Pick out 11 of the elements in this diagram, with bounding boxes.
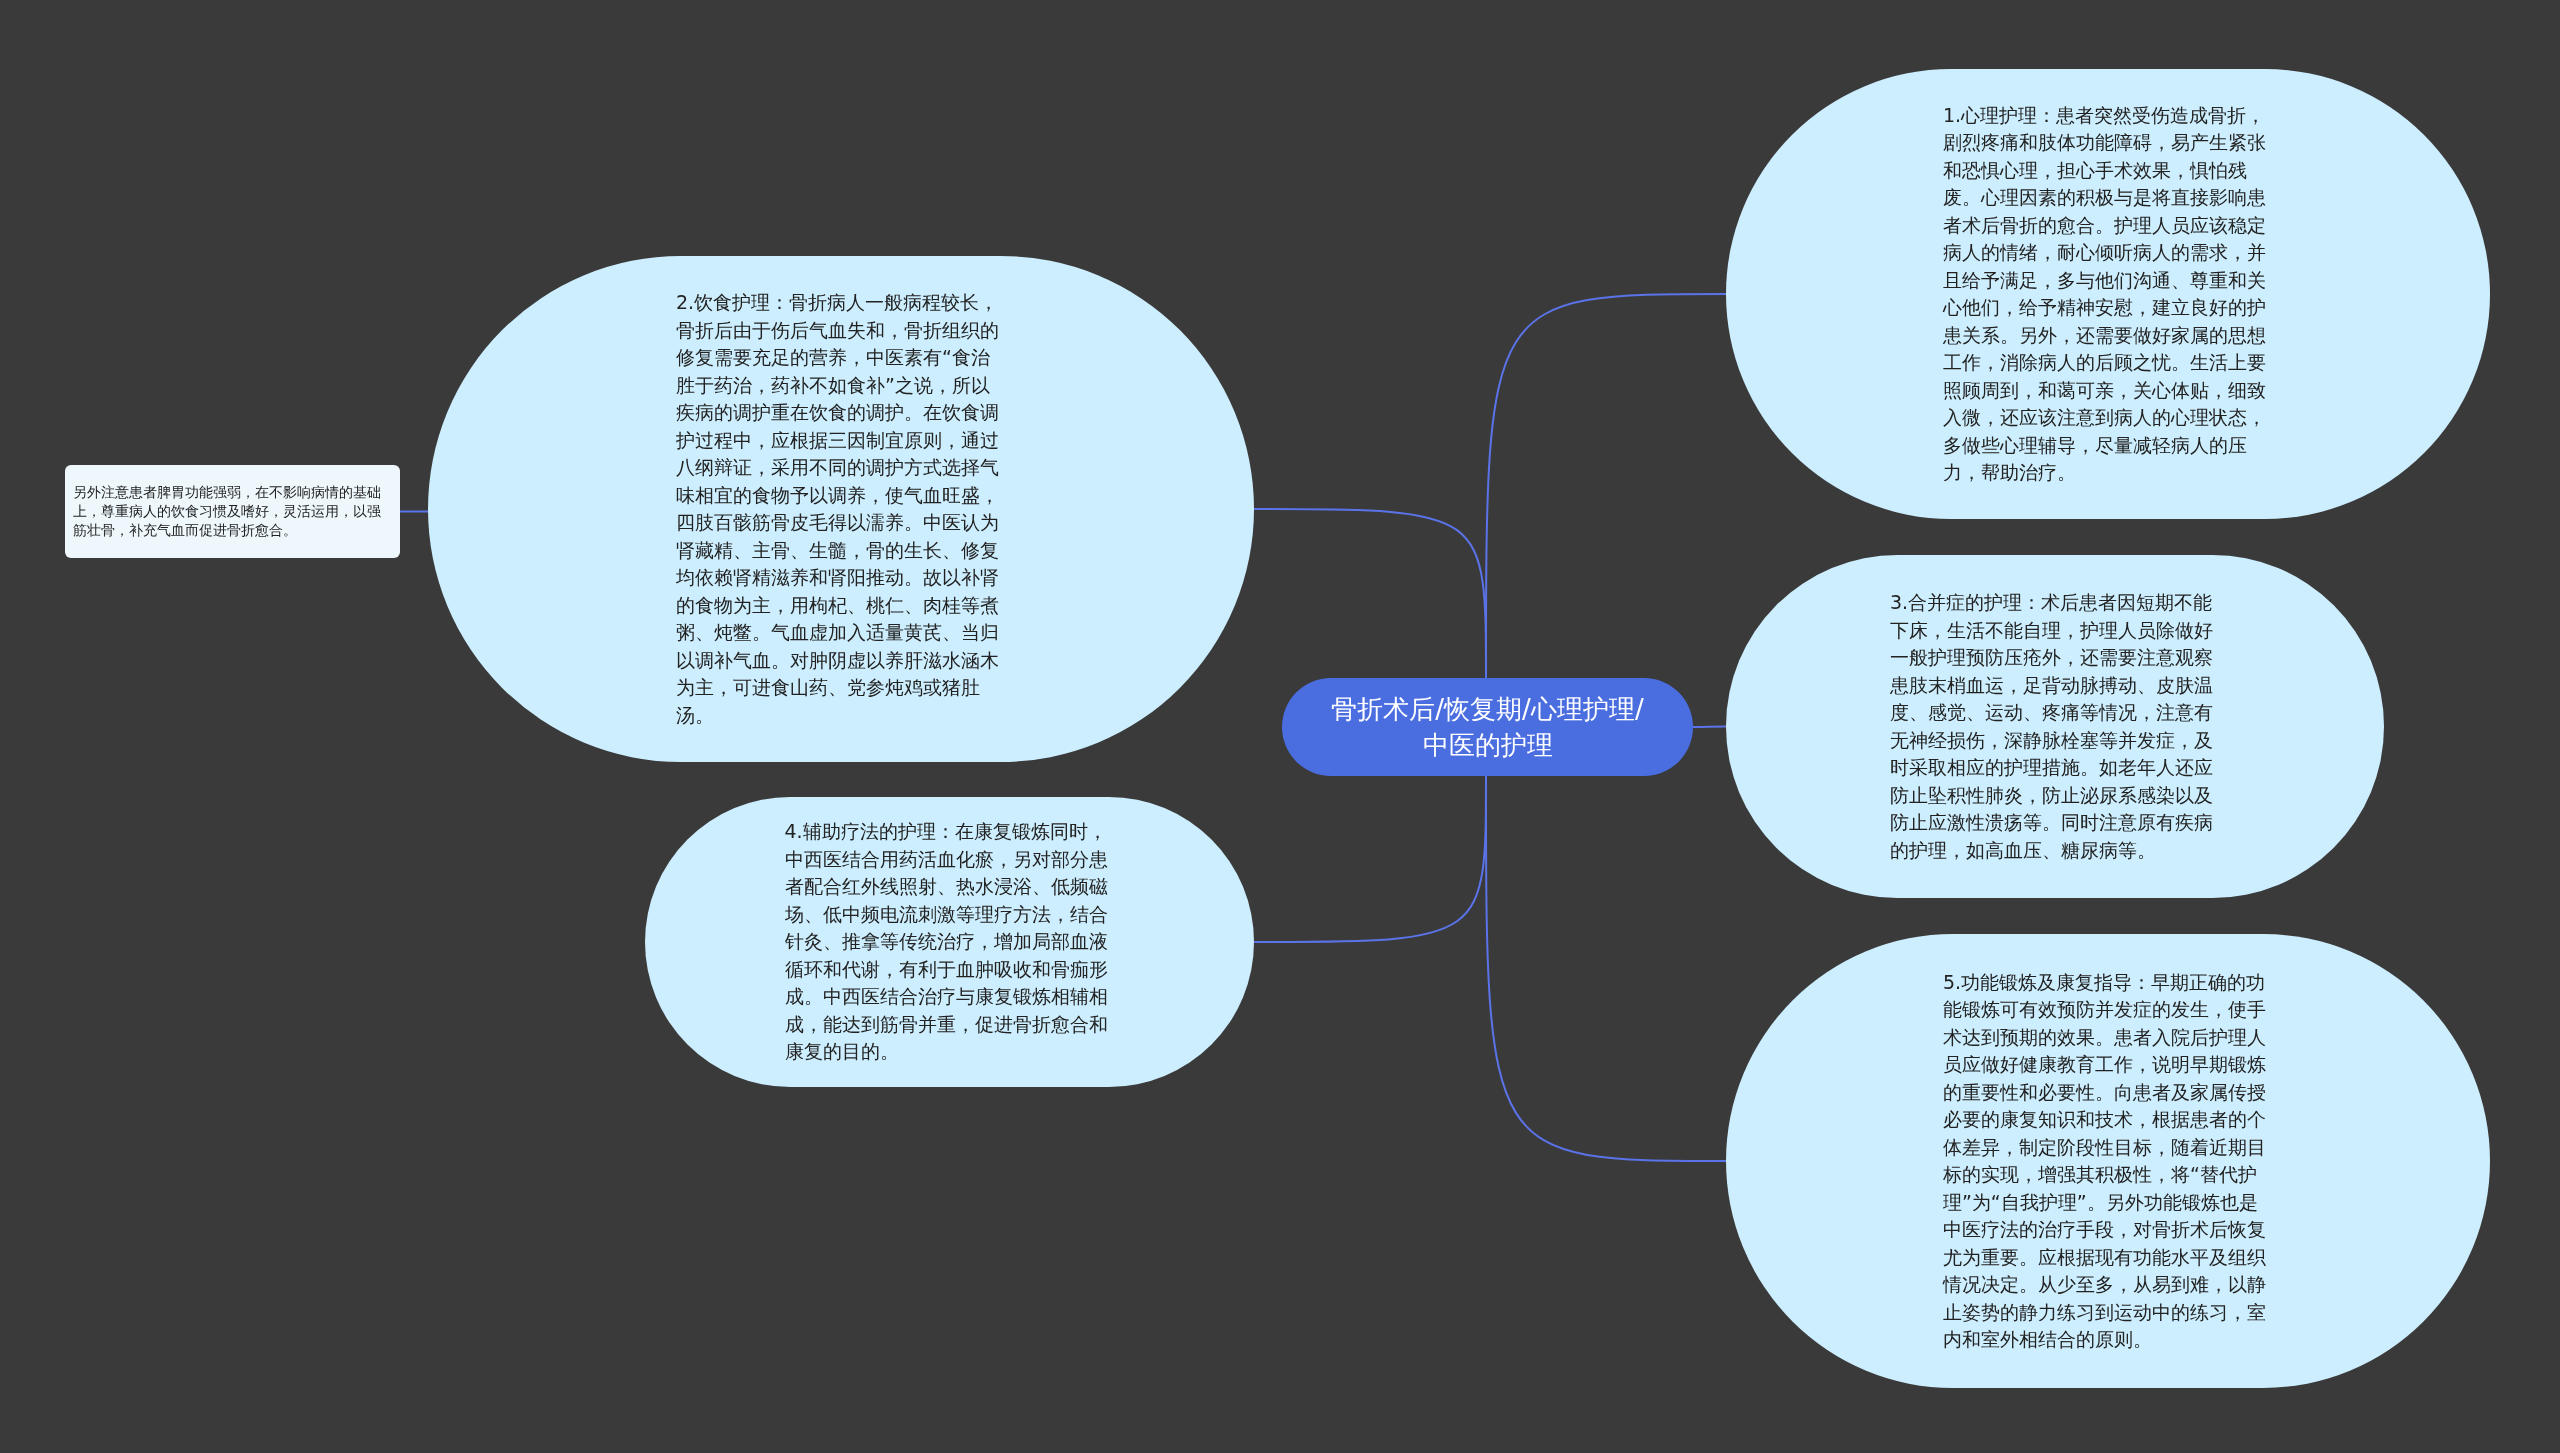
connector-line (1253, 508, 1487, 679)
topic-text: 骨折术后/恢复期/心理护理/中医的护理 (1330, 693, 1645, 762)
topic-text: 4.辅助疗法的护理：在康复锻炼同时，中西医结合用药活血化瘀，另对部分患者配合红外线照射、热水浸浴、低频磁场、低中频电流刺激等理疗方法，结合针灸、推拿等传统治疗，增加局部血液循环和代谢，有利于血肿吸收和骨痂形成。中西医结合治疗与康复锻炼相辅相成，能达到筋骨并重，促进骨折愈合和康复的目的。 (784, 819, 1109, 1065)
topic-text: 2.饮食护理：骨折病人一般病程较长，骨折后由于伤后气血失和，骨折组织的修复需要充足的营养，中医素有“食治胜于药治，药补不如食补”之说，所以疾病的调护重在饮食的调护。在饮食调护过程中，应根据三因制宜原则，通过八纲辩证，采用不同的调护方式选择气味相宜的食物予以调养，使气血旺盛，四肢百骸筋骨皮毛得以濡养。中医认为肾藏精、主骨、生髓，骨的生长、修复均依赖肾精滋养和肾阳推动。故以补肾的食物为主，用枸杞、桃仁、肉桂等煮粥、炖鳖。气血虚加入适量黄芪、当归以调补气血。对肿阴虚以养肝滋水涵木为主，可进食山药、党参炖鸡或猪肚汤。 (676, 290, 1000, 728)
topic-text: 1.心理护理：患者突然受伤造成骨折，剧烈疼痛和肢体功能障碍，易产生紧张和恐惧心理，担心手术效果，惧怕残废。心理因素的积极与是将直接影响患者术后骨折的愈合。护理人员应该稳定病人的情绪，耐心倾听病人的需求，并且给予满足，多与他们沟通、尊重和关心他们，给予精神安慰，建立良好的护患关系。另外，还需要做好家属的思想工作，消除病人的后顾之忧。生活上要照顾周到，和蔼可亲，关心体贴，细致入微，还应该注意到病人的心理状态，多做些心理辅导，尽量减轻病人的压力，帮助治疗。 (1943, 102, 2267, 485)
topic-text: 3.合并症的护理：术后患者因短期不能下床，生活不能自理，护理人员除做好一般护理预防压疮外，还需要注意观察患肢末梢血运，足背动脉搏动、皮肤温度、感觉、运动、疼痛等情况，注意有无神经损伤，深静脉栓塞等并发症，及时采取相应的护理措施。如老年人还应防止坠积性肺炎，防止泌尿系感染以及防止应激性溃疡等。同时注意原有疾病的护理，如高血压、糖尿病等。 (1890, 590, 2214, 863)
note-card (65, 465, 400, 558)
topic-text: 5.功能锻炼及康复指导：早期正确的功能锻炼可有效预防并发症的发生，使手术达到预期的效果。患者入院后护理人员应做好健康教育工作，说明早期锻炼的重要性和必要性。向患者及家属传授必要的康复知识和技术，根据患者的个体差异，制定阶段性目标，随着近期目标的实现，增强其积极性，将“替代护理”为“自我护理”。另外功能锻炼也是中医疗法的治疗手段，对骨折术后恢复尤为重要。应根据现有功能水平及组织情况决定。从少至多，从易到难，以静止姿势的静力练习到运动中的练习，室内和室外相结合的原则。 (1943, 969, 2267, 1352)
topic-text: 另外注意患者脾胃功能强弱，在不影响病情的基础上，尊重病人的饮食习惯及嗜好，灵活运用，以强筋壮骨，补充气血而促进骨折愈合。 (73, 483, 382, 540)
connector-line (399, 510, 429, 513)
connector-line (1692, 725, 1727, 728)
